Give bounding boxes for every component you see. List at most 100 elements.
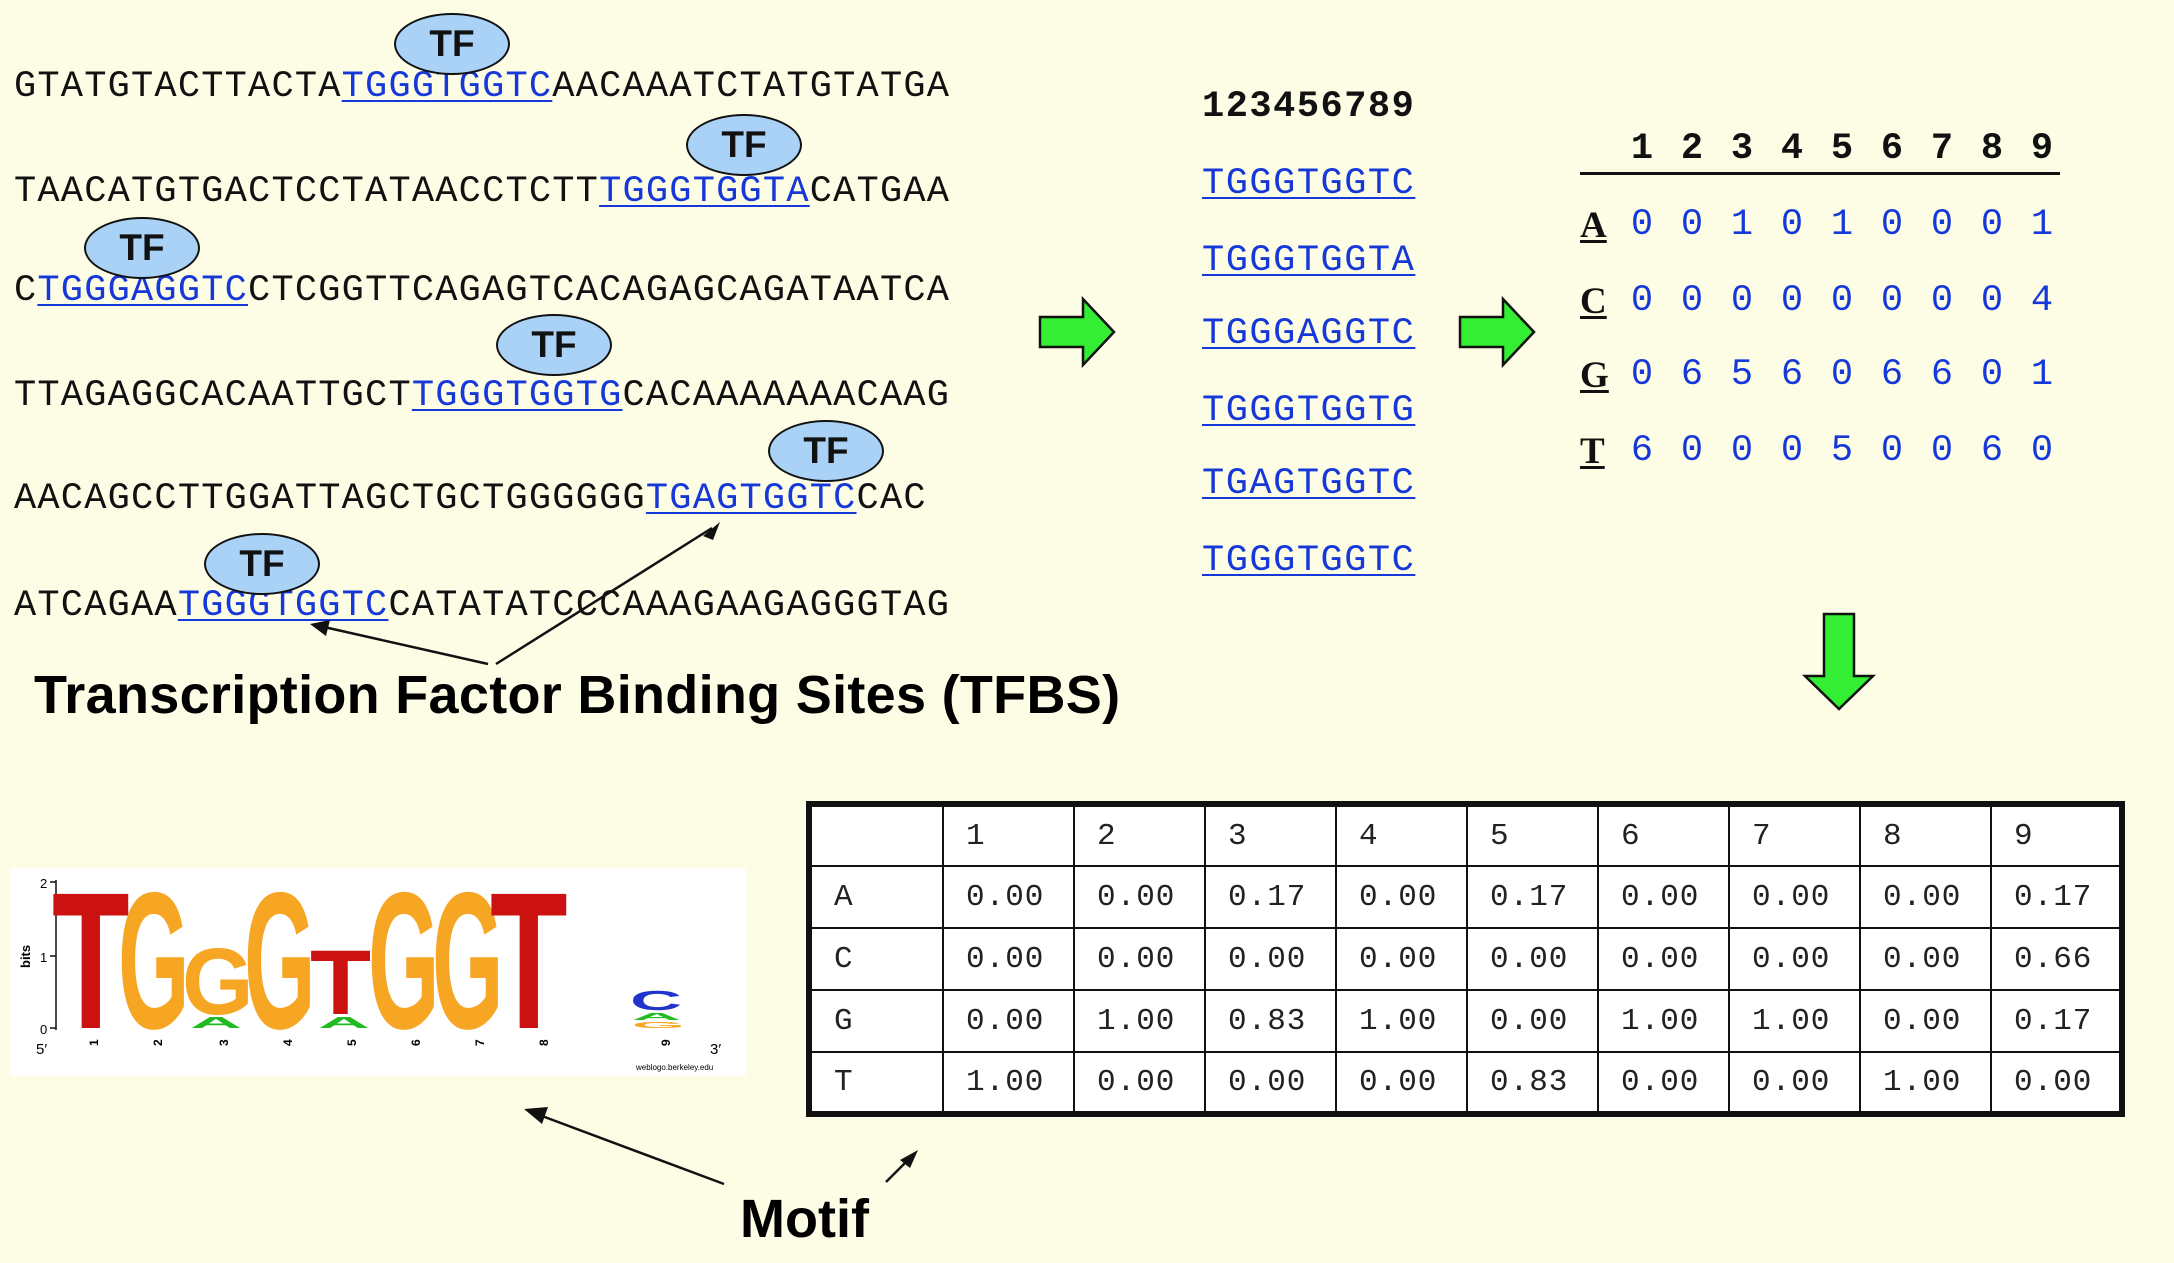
logo-letter-A: A: [632, 1011, 681, 1022]
logo-y-tick: 0: [40, 1022, 47, 1037]
pwm-header-cell: 7: [1728, 803, 1861, 867]
pwm-row-label: C: [808, 927, 944, 991]
count-cell: 6: [1880, 354, 1904, 396]
pwm-cell: 0.17: [1466, 865, 1599, 929]
count-matrix-header: 3: [1730, 128, 1754, 170]
count-matrix-header: 2: [1680, 128, 1704, 170]
logo-letter-G: G: [632, 1021, 685, 1030]
right-arrow-icon: [1458, 295, 1536, 369]
count-cell: 0: [2030, 430, 2054, 472]
logo-position-label: 2: [151, 1039, 165, 1046]
count-cell: 1: [2030, 354, 2054, 396]
logo-three-prime: 3′: [710, 1041, 721, 1058]
count-cell: 0: [1830, 280, 1854, 322]
aligned-site: TGGGAGGTC: [1202, 313, 1416, 355]
logo-letter-G: G: [244, 868, 316, 1070]
pwm-cell: 0.00: [1073, 1051, 1206, 1115]
count-cell: 0: [1730, 430, 1754, 472]
pwm-row: A 0.00 0.00 0.17 0.00 0.17 0.00 0.00 0.0…: [808, 865, 2123, 929]
count-matrix-header: 7: [1930, 128, 1954, 170]
logo-letter-A: A: [318, 1014, 370, 1032]
count-cell: 6: [1680, 354, 1704, 396]
pwm-cell: 0.00: [1335, 927, 1468, 991]
pwm-cell: 1.00: [1728, 989, 1861, 1053]
count-cell: 0: [1680, 430, 1704, 472]
sequence-line: AACAGCCTTGGATTAGCTGCTGGGGGGTGAGTGGTCCAC: [14, 478, 927, 520]
logo-letter-T: T: [52, 868, 130, 1069]
logo-position-label: 5: [345, 1039, 359, 1046]
pwm-cell: 1.00: [942, 1051, 1075, 1115]
pwm-cell: 0.00: [1335, 865, 1468, 929]
count-cell: 0: [1930, 430, 1954, 472]
tf-ellipse: TF: [768, 420, 884, 482]
pointer-arrowhead-icon: [703, 522, 720, 540]
pwm-cell: 0.00: [1335, 1051, 1468, 1115]
sequence-line: TAACATGTGACTCCTATAACCTCTTTGGGTGGTACATGAA: [14, 171, 951, 213]
tfbs-label: Transcription Factor Binding Sites (TFBS…: [34, 665, 1121, 725]
aligned-site: TGGGTGGTA: [1202, 240, 1416, 282]
count-cell: 0: [1980, 280, 2004, 322]
pwm-cell: 1.00: [1073, 989, 1206, 1053]
pwm-cell: 0.17: [1990, 865, 2123, 929]
logo-position-label: 8: [537, 1039, 551, 1046]
pwm-row: G 0.00 1.00 0.83 1.00 0.00 1.00 1.00 0.0…: [808, 989, 2123, 1053]
logo-y-axis-label: bits: [18, 945, 33, 968]
count-cell: 0: [1680, 204, 1704, 246]
logo-letter-G: G: [118, 868, 190, 1070]
logo-letter-G: G: [432, 868, 504, 1070]
binding-site: TGGGTGGTA: [599, 171, 810, 213]
count-cell: 0: [1880, 280, 1904, 322]
pwm-cell: 0.00: [1990, 1051, 2123, 1115]
count-row-label: C: [1580, 281, 1607, 322]
count-cell: 6: [1630, 430, 1654, 472]
logo-position-label: 7: [473, 1039, 487, 1046]
count-cell: 0: [1780, 430, 1804, 472]
count-matrix-header: 1: [1630, 128, 1654, 170]
aligned-site: TGAGTGGTC: [1202, 463, 1416, 505]
pwm-cell: 0.00: [1859, 865, 1992, 929]
count-cell: 0: [1980, 204, 2004, 246]
count-cell: 5: [1830, 430, 1854, 472]
count-cell: 6: [1980, 430, 2004, 472]
tf-ellipse: TF: [204, 533, 320, 595]
logo-position-label: 4: [281, 1039, 295, 1046]
pwm-cell: 0.00: [1204, 927, 1337, 991]
pwm-cell: 0.83: [1204, 989, 1337, 1053]
logo-five-prime: 5′: [36, 1041, 47, 1058]
right-arrow-icon: [1038, 295, 1116, 369]
sequence-logo-graphic: 2 1 0 bits T G G A G T A G G T C A G 5′ …: [18, 851, 721, 1072]
logo-y-tick: 1: [40, 950, 47, 965]
logo-letter-A: A: [190, 1014, 242, 1032]
count-matrix-header: 9: [2030, 128, 2054, 170]
count-cell: 0: [1680, 280, 1704, 322]
count-cell: 0: [1880, 204, 1904, 246]
sequence-logo: 2 1 0 bits T G G A G T A G G T C A G 5′ …: [10, 851, 746, 1076]
pointer-arrowhead-icon: [900, 1150, 918, 1168]
pwm-cell: 0.00: [1597, 1051, 1730, 1115]
count-cell: 1: [2030, 204, 2054, 246]
pwm-cell: 0.00: [1728, 927, 1861, 991]
down-arrow-icon: [1801, 612, 1877, 711]
sequence-line: ATCAGAATGGGTGGTCCATATATCCCAAAGAAGAGGGTAG: [14, 585, 951, 627]
binding-site: TGAGTGGTC: [645, 478, 857, 520]
position-weight-matrix: 1 2 3 4 5 6 7 8 9 A 0.00 0.00 0.17 0.00 …: [806, 801, 2125, 1117]
pwm-cell: 0.00: [942, 865, 1075, 929]
logo-letter-T: T: [310, 932, 371, 1034]
pwm-header-cell: 1: [942, 803, 1075, 867]
pwm-header-cell: 6: [1597, 803, 1730, 867]
tf-ellipse: TF: [496, 314, 612, 376]
sequence-line: GTATGTACTTACTATGGGTGGTCAACAAATCTATGTATGA: [14, 66, 951, 108]
pwm-cell: 0.00: [1859, 989, 1992, 1053]
count-cell: 0: [1980, 354, 2004, 396]
logo-y-tick: 2: [40, 876, 47, 891]
count-matrix-header: 5: [1830, 128, 1854, 170]
pwm-cell: 0.00: [1597, 865, 1730, 929]
pwm-cell: 0.00: [942, 989, 1075, 1053]
pwm-cell: 0.00: [1073, 865, 1206, 929]
binding-site: TGGGTGGTG: [411, 375, 623, 417]
pwm-row: T 1.00 0.00 0.00 0.00 0.83 0.00 0.00 1.0…: [808, 1051, 2123, 1115]
logo-credit: weblogo.berkeley.edu: [635, 1063, 713, 1072]
pwm-cell: 0.00: [1204, 1051, 1337, 1115]
pwm-corner-cell: [808, 803, 944, 867]
count-row-label: A: [1580, 205, 1607, 246]
